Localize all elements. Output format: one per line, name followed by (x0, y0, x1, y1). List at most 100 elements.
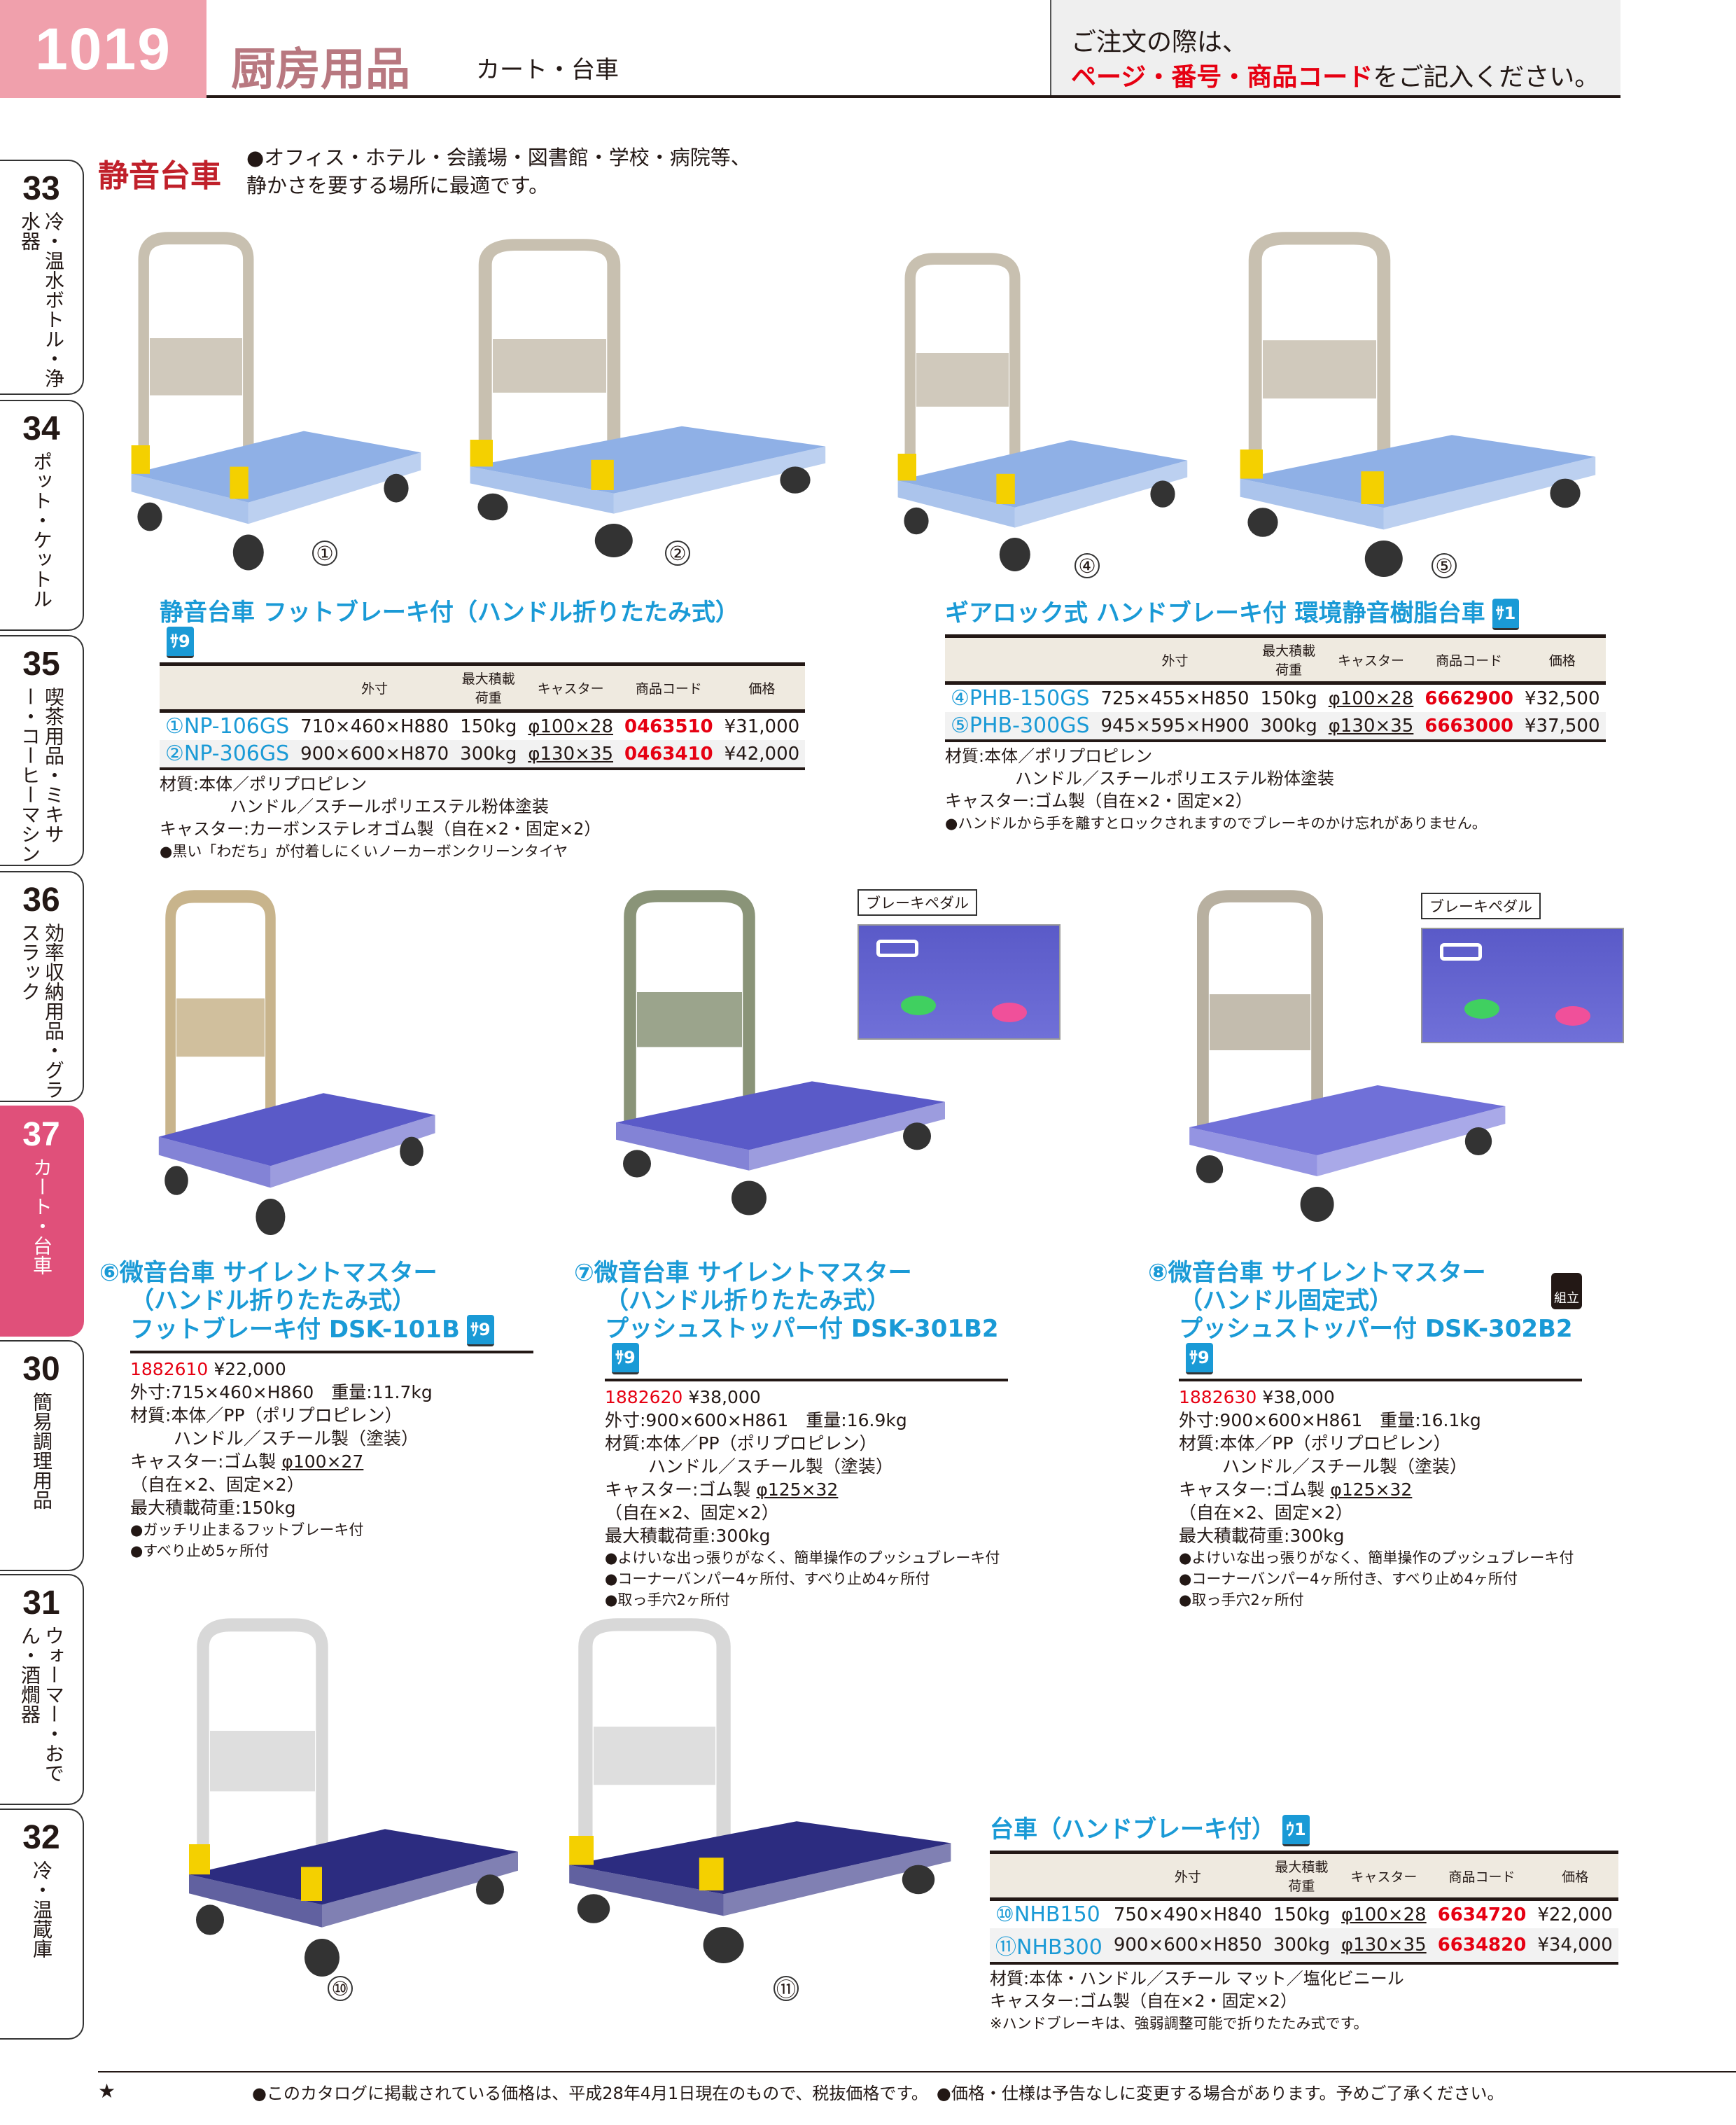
cart-photo (470, 239, 826, 557)
footer-note: ●このカタログに掲載されている価格は、平成28年4月1日現在のもので、税抜価格で… (252, 2084, 1504, 2103)
price-cell: ¥42,000 (718, 740, 806, 770)
section-desc-line: 静かさを要する場所に最適です。 (246, 174, 550, 197)
cart-photo (158, 890, 435, 1235)
tab-label: 冷・温蔵庫 (30, 1860, 53, 1958)
load-line: 最大積載荷重:300kg (1179, 1526, 1345, 1546)
tab-label: 喫茶用品・ミキサー・コーヒーマシン (18, 687, 65, 863)
tab-number: 31 (22, 1584, 60, 1622)
product-code: 6663000 (1419, 712, 1519, 742)
price-line: 1882610¥22,000 (99, 1358, 533, 1381)
page-number: 1019 (0, 0, 206, 98)
header-row: 外寸最大積載荷重キャスター商品コード価格 (990, 1851, 1618, 1901)
header-cell: 商品コード (1432, 1851, 1532, 1901)
caster-line: キャスター:ゴム製 φ125×32（自在×2、固定×2） (574, 1478, 1008, 1524)
size-line: 外寸:900×600×H861 重量:16.1kg (1179, 1410, 1481, 1430)
price-line: 1882630¥38,000 (1148, 1386, 1582, 1409)
tab-label: 効率収納用品・グラスラック (18, 923, 65, 1099)
header-cell: 最大積載荷重 (454, 662, 523, 713)
header-row: 外寸最大積載荷重キャスター商品コード価格 (945, 634, 1606, 685)
caster-cell: φ130×35 (522, 740, 619, 770)
tab-label: ポット・ケットル (30, 452, 53, 608)
price: ¥38,000 (688, 1387, 761, 1407)
supplier-badge: ｻ9 (167, 627, 194, 658)
header-cell: 最大積載荷重 (1254, 634, 1323, 685)
category-title: 厨房用品 (231, 44, 410, 96)
feature-bullet: ●取っ手穴2ヶ所付 (1179, 1591, 1304, 1608)
size-cell: 710×460×H880 (300, 716, 449, 737)
model-cell: ②NP-306GS (160, 740, 295, 770)
handle-hole (1440, 943, 1482, 961)
model-cell: ⑩NHB150 (990, 1900, 1108, 1929)
release-pedal (901, 996, 936, 1015)
load-line: 最大積載荷重:150kg (130, 1498, 296, 1518)
note-line: ハンドル／スチールポリエステル粉体塗装 (1015, 769, 1334, 788)
product-title-line: （ハンドル固定式） (1179, 1287, 1393, 1315)
section-title: 静音台車 (98, 158, 221, 194)
product-title-line: （ハンドル折りたたみ式） (605, 1287, 890, 1315)
supplier-badge: ｻ9 (1186, 1343, 1213, 1374)
subcategory-title: カート・台車 (476, 56, 619, 84)
model-number: NP-106GS (183, 714, 290, 739)
caster-detail: （自在×2、固定×2） (1179, 1503, 1353, 1523)
feature-bullet: ●取っ手穴2ヶ所付 (605, 1591, 730, 1608)
title-rule (130, 1351, 533, 1353)
header-cell: 外寸 (1095, 634, 1255, 685)
caster-cell: φ130×35 (1336, 1928, 1432, 1965)
load-cell: 150kg (1273, 1904, 1331, 1925)
feature-bullet: ●よけいな出っ張りがなく、簡単操作のプッシュブレーキ付 (605, 1549, 1000, 1566)
caster-detail: （自在×2、固定×2） (605, 1503, 779, 1523)
section-description: ●オフィス・ホテル・会議場・図書館・学校・病院等、 静かさを要する場所に最適です… (246, 144, 751, 200)
product-title-line: ⑧微音台車 サイレントマスター (1148, 1259, 1486, 1287)
header-cell: 価格 (1519, 634, 1606, 685)
product-code: 1882620 (605, 1387, 683, 1407)
caster-label: キャスター:ゴム製 (1179, 1479, 1331, 1500)
caster-label: キャスター:ゴム製 (130, 1451, 282, 1472)
material-line: 材質:本体／PP（ポリプロピレン） (130, 1405, 402, 1426)
brake-pedal-inset-photo (858, 924, 1060, 1040)
release-pedal (1464, 999, 1499, 1019)
item-number: ② (165, 741, 184, 766)
material-line: 材質:本体／PP（ポリプロピレン） (605, 1433, 877, 1454)
tab-number: 37 (22, 1116, 60, 1153)
product-code: 6634820 (1432, 1928, 1532, 1965)
product-title-line: ⑦微音台車 サイレントマスター (574, 1259, 912, 1287)
header-cell (945, 634, 1096, 685)
product-title-line: ⑥微音台車 サイレントマスター (99, 1259, 438, 1287)
note-line: ●ハンドルから手を離すとロックされますのでブレーキのかけ忘れがありません。 (945, 815, 1487, 832)
spec-notes: 材質:本体／ポリプロピレンハンドル／スチールポリエステル粉体塗装キャスター:カー… (160, 773, 748, 863)
photo-number: ⑤ (1432, 553, 1457, 578)
size-line: 外寸:715×460×H860 重量:11.7kg (130, 1382, 433, 1402)
header-cell (160, 662, 295, 713)
photo-number: ② (665, 541, 690, 566)
cart-photo (131, 232, 421, 571)
spec-notes: 材質:本体／ポリプロピレンハンドル／スチールポリエステル粉体塗装キャスター:ゴム… (945, 745, 1547, 835)
star-icon: ★ (98, 2079, 116, 2103)
order-notice: ご注文の際は、 ページ・番号・商品コードをご記入ください。 (1050, 0, 1620, 95)
model-cell: ⑪NHB300 (990, 1928, 1108, 1965)
spec-notes: 材質:本体・ハンドル／スチール マット／塩化ビニールキャスター:ゴム製（自在×2… (990, 1967, 1564, 2035)
header-cell: 価格 (718, 662, 806, 713)
notice-highlight: ページ・番号・商品コード (1071, 63, 1373, 92)
header-cell: 価格 (1532, 1851, 1618, 1901)
note-line: ※ハンドブレーキは、強弱調整可能で折りたたみ式です。 (990, 2015, 1368, 2032)
price-line: 1882620¥38,000 (574, 1386, 1008, 1409)
model-number: NP-306GS (183, 741, 290, 766)
feature-bullet: ●コーナーバンパー4ヶ所付、すべり止め4ヶ所付 (605, 1570, 930, 1587)
tab-label: カート・台車 (30, 1157, 53, 1275)
group-title-text: ギアロック式 ハンドブレーキ付 環境静音樹脂台車 (945, 599, 1485, 627)
price-cell: ¥37,500 (1519, 712, 1606, 742)
load-cell: 150kg (1260, 688, 1317, 709)
sidebar-tab-37[interactable]: 37 カート・台車 (0, 1106, 84, 1337)
header-cell: キャスター (522, 662, 619, 713)
